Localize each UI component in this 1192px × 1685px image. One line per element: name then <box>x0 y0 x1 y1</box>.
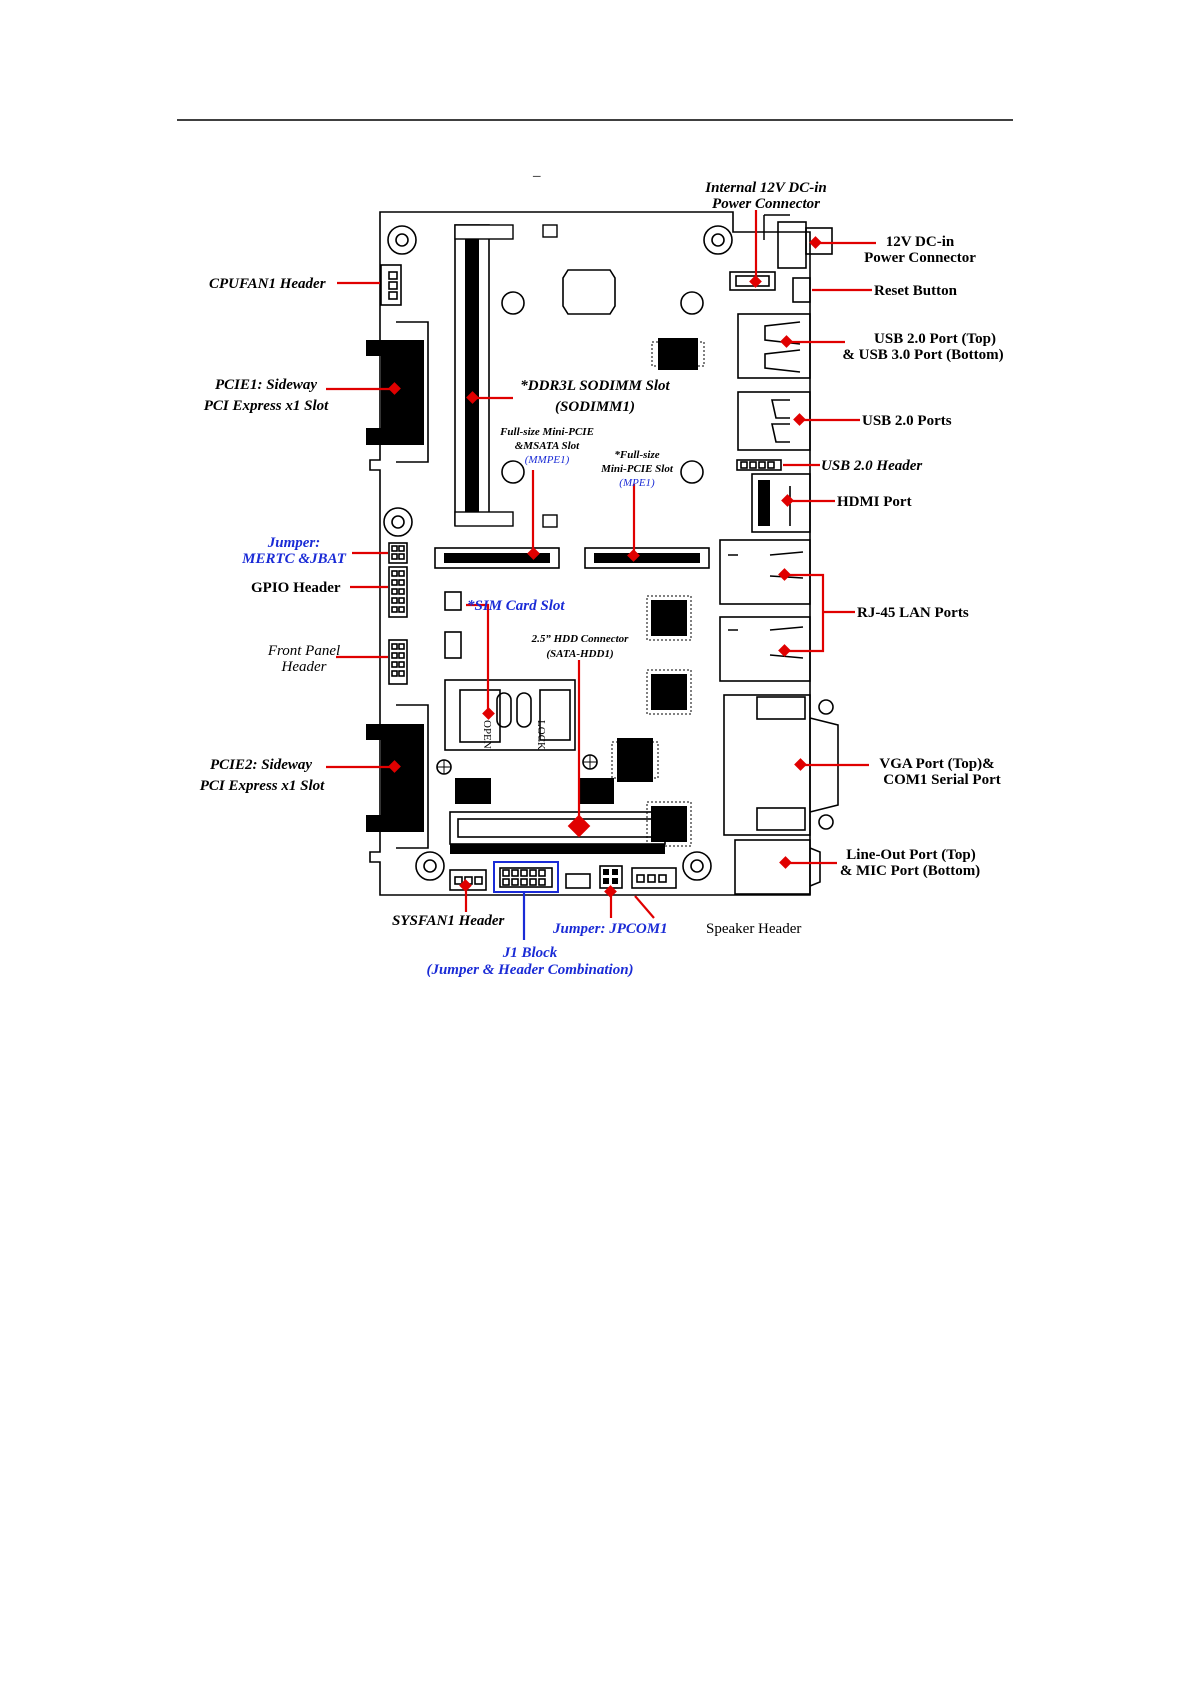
lineout-mic-label: & MIC Port (Bottom) <box>840 863 980 879</box>
usb-stack-port <box>737 313 811 379</box>
sim-holder-part <box>444 631 462 659</box>
front-panel-label: Header <box>281 659 327 675</box>
rj45-port-part <box>719 539 811 605</box>
mpe-label: Mini-PCIE Slot <box>600 463 674 475</box>
vga-com-label: COM1 Serial Port <box>883 772 1000 788</box>
sata-hdd-connector <box>449 811 666 854</box>
front-panel-pins <box>388 639 408 685</box>
sim-card-label: *SIM Card Slot <box>467 598 565 614</box>
mounting-hole <box>415 851 445 881</box>
mpe-slot <box>584 547 710 569</box>
pcie1-label: PCI Express x1 Slot <box>204 398 329 414</box>
reset-button-part <box>792 277 811 303</box>
ic-chip <box>611 738 659 782</box>
j1-block-label: J1 Block <box>502 945 558 961</box>
pcie2-label: PCI Express x1 Slot <box>200 778 325 794</box>
audio-port-part <box>734 839 821 895</box>
lineout-mic-label: Line-Out Port (Top) <box>846 847 975 863</box>
gpio-pins <box>388 566 408 618</box>
ic-chip <box>646 801 692 847</box>
mmpe-label: &MSATA Slot <box>515 440 580 452</box>
jumper-mertc-label: Jumper: <box>267 535 321 551</box>
j1-block-part <box>493 861 559 893</box>
board-outline <box>369 211 811 896</box>
usb-stack-label: & USB 3.0 Port (Bottom) <box>842 347 1003 363</box>
sodimm-slot <box>454 224 558 528</box>
jumper-mertc-label: MERTC &JBAT <box>241 551 347 567</box>
usb20-header-pins <box>736 459 782 471</box>
jpcom1-pins <box>599 865 623 889</box>
front-panel-label: Front Panel <box>267 643 340 659</box>
sim-holder-part <box>444 591 462 611</box>
board-hole <box>680 460 704 484</box>
jpcom1-label: Jumper: JPCOM1 <box>552 921 668 937</box>
j1-block-label: (Jumper & Header Combination) <box>426 962 633 978</box>
usb-stack-label: USB 2.0 Port (Top) <box>874 331 996 347</box>
dc-in-label: 12V DC-in <box>886 234 955 250</box>
pcie2-label: PCIE2: Sideway <box>210 757 312 773</box>
small-connector <box>565 873 591 889</box>
mpe-label: *Full-size <box>614 449 659 461</box>
mounting-hole <box>703 225 733 255</box>
board-hole <box>501 291 525 315</box>
hdmi-port-part <box>751 473 811 533</box>
internal-dc-connector-part <box>729 271 776 291</box>
mertc-jbat-pins <box>388 542 408 564</box>
mounting-hole <box>682 851 712 881</box>
ic-chip <box>651 338 705 370</box>
pcie1-label: PCIE1: Sideway <box>215 377 317 393</box>
pcie2-slot <box>366 704 429 849</box>
vga-com-label: VGA Port (Top)& <box>879 756 994 772</box>
ic-chip <box>455 778 491 804</box>
usb20-ports-label: USB 2.0 Ports <box>862 413 952 429</box>
dc-in-label: Power Connector <box>864 250 976 266</box>
mounting-hole <box>387 225 417 255</box>
board-hole <box>501 460 525 484</box>
internal-dc-label: Power Connector <box>712 196 820 212</box>
board-hole <box>680 291 704 315</box>
sim-lock-label: LOCK <box>535 720 547 750</box>
hdmi-port-label: HDMI Port <box>837 494 912 510</box>
mpe-label: (MPE1) <box>619 477 655 489</box>
bios-chip <box>562 269 616 315</box>
gpio-header-label: GPIO Header <box>251 580 341 596</box>
mmpe-slot <box>434 547 560 569</box>
rj45-port-part <box>719 616 811 682</box>
rj45-label: RJ-45 LAN Ports <box>857 605 969 621</box>
ic-chip <box>646 595 692 641</box>
hdd-label: (SATA-HDD1) <box>546 648 613 660</box>
internal-dc-label: Internal 12V DC-in <box>704 180 826 196</box>
mmpe-label: Full-size Mini-PCIE <box>499 426 594 438</box>
ddr3l-label: (SODIMM1) <box>555 399 635 415</box>
ic-chip <box>578 778 614 804</box>
mounting-hole <box>383 507 413 537</box>
mmpe-label: (MMPE1) <box>525 454 570 466</box>
ddr3l-label: *DDR3L SODIMM Slot <box>520 378 670 394</box>
speaker-header-part <box>631 867 677 889</box>
sim-card-slot <box>444 679 576 751</box>
small-screw <box>582 754 598 770</box>
hdd-label: 2.5” HDD Connector <box>531 633 630 645</box>
small-screw <box>436 759 452 775</box>
ic-chip <box>646 669 692 715</box>
sysfan-label: SYSFAN1 Header <box>392 913 505 929</box>
cpufan-header-part <box>380 264 402 306</box>
dc-jack <box>763 214 833 269</box>
speaker-header-label: Speaker Header <box>706 921 801 937</box>
cpufan-label: CPUFAN1 Header <box>209 276 326 292</box>
sim-open-label: OPEN <box>481 720 493 749</box>
reset-button-label: Reset Button <box>874 283 958 299</box>
usb20-header-label: USB 2.0 Header <box>821 458 922 474</box>
stray-mark: – <box>532 168 541 184</box>
